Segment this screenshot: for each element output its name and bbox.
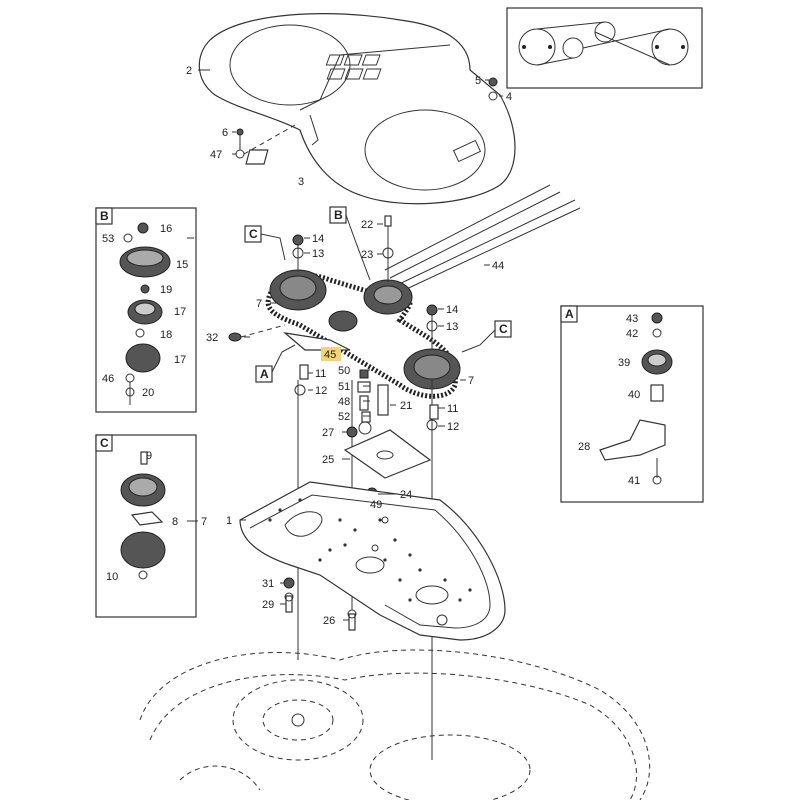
callout-numbers: 2 3 4 5 6 47 14 13 22 23 7 14 13 7 44 32… <box>102 65 640 627</box>
callout-47: 47 <box>210 149 222 161</box>
callout-11a: 11 <box>315 368 326 380</box>
cover-part <box>198 13 516 205</box>
callout-45: 45 <box>324 349 336 361</box>
detail-box-c: C <box>95 434 197 618</box>
cover-hardware <box>235 77 498 165</box>
callout-32: 32 <box>206 332 218 344</box>
callout-12a: 12 <box>315 385 327 397</box>
callout-1: 1 <box>226 515 232 527</box>
detail-box-b: B <box>95 207 197 413</box>
callout-25: 25 <box>322 454 334 466</box>
callout-7b: 7 <box>468 375 474 387</box>
callout-43: 43 <box>626 313 638 325</box>
callout-46: 46 <box>102 373 114 385</box>
callout-9: 9 <box>146 450 152 462</box>
main-label-b: B <box>334 208 343 222</box>
callout-52: 52 <box>338 411 350 423</box>
callout-28: 28 <box>578 441 590 453</box>
main-label-c1: C <box>249 227 258 241</box>
callout-41: 41 <box>628 475 640 487</box>
callout-6: 6 <box>222 127 228 139</box>
callout-20: 20 <box>142 387 154 399</box>
callout-22: 22 <box>361 219 373 231</box>
callout-14b: 14 <box>446 304 458 316</box>
callout-21: 21 <box>400 400 412 412</box>
detail-box-c-letter: C <box>100 436 109 450</box>
callout-53: 53 <box>102 233 114 245</box>
callout-29: 29 <box>262 599 274 611</box>
leader-lines <box>187 69 503 621</box>
callout-15: 15 <box>176 259 188 271</box>
callout-16: 16 <box>160 223 172 235</box>
callout-7c: 7 <box>201 516 207 528</box>
callout-40: 40 <box>628 389 640 401</box>
callout-18: 18 <box>160 329 172 341</box>
callout-39: 39 <box>618 357 630 369</box>
callout-50: 50 <box>338 365 350 377</box>
belt-routing-inset <box>506 7 703 89</box>
belt-assembly <box>265 269 461 399</box>
main-label-a: A <box>260 367 269 381</box>
bracket-plate-25 <box>343 429 432 499</box>
lower-hardware <box>283 577 357 631</box>
callout-3: 3 <box>298 176 304 188</box>
callout-45-highlight <box>321 347 341 361</box>
detail-box-b-letter: B <box>100 209 109 223</box>
detail-box-a-letter: A <box>565 307 574 321</box>
callout-44: 44 <box>492 260 504 272</box>
callout-42: 42 <box>626 328 638 340</box>
callout-letter-boxes: C B C A <box>244 206 512 383</box>
callout-17b: 17 <box>174 354 186 366</box>
cable-44 <box>384 184 581 293</box>
callout-23: 23 <box>361 249 373 261</box>
detail-box-a: A <box>560 305 704 503</box>
callout-51: 51 <box>338 381 350 393</box>
callout-19: 19 <box>160 284 172 296</box>
callout-24: 24 <box>400 489 412 501</box>
callout-5: 5 <box>475 75 481 87</box>
callout-7a: 7 <box>256 298 262 310</box>
callout-8: 8 <box>172 516 178 528</box>
deck-plate-1 <box>239 481 506 641</box>
cover-grille <box>325 54 382 80</box>
callout-27: 27 <box>322 427 334 439</box>
callout-48: 48 <box>338 396 350 408</box>
callout-49: 49 <box>370 499 382 511</box>
callout-17a: 17 <box>174 306 186 318</box>
callout-26: 26 <box>323 615 335 627</box>
callout-4: 4 <box>506 91 512 103</box>
callout-12b: 12 <box>447 421 459 433</box>
main-label-c2: C <box>499 322 508 336</box>
callout-2: 2 <box>186 65 192 77</box>
callout-13b: 13 <box>446 321 458 333</box>
callout-31: 31 <box>262 578 274 590</box>
mower-deck-dashed <box>139 649 651 805</box>
callout-14a: 14 <box>312 233 324 245</box>
callout-10: 10 <box>106 571 118 583</box>
callout-11b: 11 <box>447 403 458 415</box>
callout-13a: 13 <box>312 248 324 260</box>
